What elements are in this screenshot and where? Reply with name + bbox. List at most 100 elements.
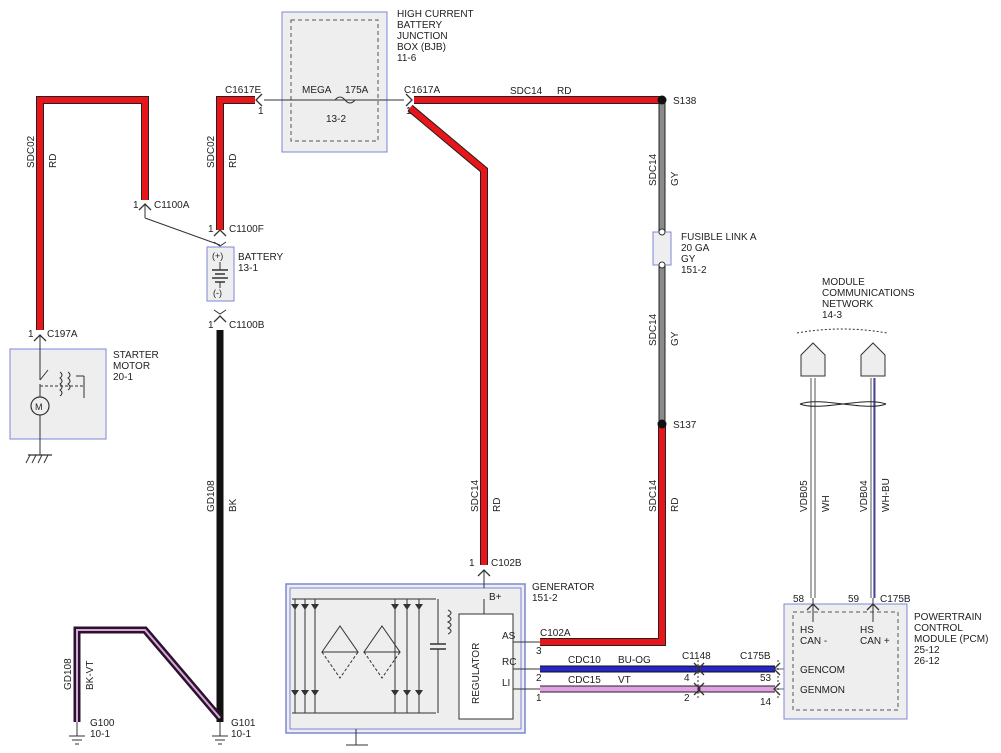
network-connector-can-plus <box>860 342 886 377</box>
wire-label-rd-mid: RD <box>228 154 239 168</box>
battery-label-2: 13-1 <box>238 263 258 274</box>
pin-as: 3 <box>536 646 542 657</box>
generator-as: AS <box>502 631 516 642</box>
starter-label-3: 20-1 <box>113 372 133 383</box>
network-label-1: MODULE <box>822 277 865 288</box>
battery-minus: (-) <box>213 288 222 298</box>
wire-label-rd-gen: RD <box>492 498 503 512</box>
c1100f-connector <box>213 229 227 237</box>
generator-rc: RC <box>502 657 516 668</box>
fusible-label-2: 20 GA <box>681 243 710 254</box>
wire-label-bkvt: BK-VT <box>85 661 96 690</box>
wire-label-gd108-bk: GD108 <box>206 480 217 512</box>
c1100b-pin: 1 <box>208 320 214 331</box>
s138-label: S138 <box>673 96 697 107</box>
fuse-symbol <box>334 96 356 104</box>
bjb-box <box>281 11 388 153</box>
pcm-label-4: 25-12 <box>914 645 940 656</box>
wire-label-rd-top: RD <box>557 86 571 97</box>
wire-label-wh: WH <box>821 495 832 512</box>
generator-bplus: B+ <box>489 592 502 603</box>
bjb-label-1: HIGH CURRENT <box>397 9 474 20</box>
ground-symbol-g100 <box>69 722 85 745</box>
c1100f-label: C1100F <box>229 224 264 235</box>
fuse-rating: 175A <box>345 85 369 96</box>
c102a-label: C102A <box>540 628 571 639</box>
pin-li: 1 <box>536 693 542 704</box>
fusible-label-4: 151-2 <box>681 265 707 276</box>
pin-58: 58 <box>793 594 805 605</box>
bjb-label-4: BOX (BJB) <box>397 42 446 53</box>
bjb-label-5: 11-6 <box>397 53 417 64</box>
c1100a-label: C1100A <box>154 200 190 211</box>
generator-label-2: 151-2 <box>532 593 558 604</box>
fuse-ref: 13-2 <box>326 114 346 125</box>
wire-label-sdc14-gy2: SDC14 <box>648 313 659 346</box>
wire-sdc14-right <box>540 424 666 646</box>
ground-symbol-starter <box>25 428 52 464</box>
c1100b-connector <box>213 309 227 315</box>
starter-box <box>9 348 107 440</box>
s137-splice <box>657 419 667 429</box>
starter-label-2: MOTOR <box>113 361 150 372</box>
c1617a-label: C1617A <box>404 85 440 96</box>
wire-gd108-bkvt <box>73 626 223 722</box>
regulator-box <box>458 613 514 720</box>
stator-windings <box>321 625 401 679</box>
starter-motor-symbol: M <box>30 360 85 428</box>
bjb-label-3: JUNCTION <box>397 31 448 42</box>
wire-label-sdc14-gy1: SDC14 <box>648 153 659 186</box>
wire-label-whbu: WH-BU <box>881 478 892 512</box>
wire-sdc02-left <box>36 96 149 330</box>
pin-59: 59 <box>848 594 860 605</box>
pcm-genmon: GENMON <box>800 685 845 696</box>
svg-text:M: M <box>35 402 43 412</box>
c1617a-connector <box>405 93 413 107</box>
network-connector-can-minus <box>800 342 826 377</box>
pcm-box <box>783 603 908 720</box>
pin-rc: 2 <box>536 673 542 684</box>
c1100a-pin: 1 <box>133 200 139 211</box>
c1617e-connector <box>255 93 263 107</box>
battery-plus: (+) <box>212 251 223 261</box>
pcm-hs-2: HS <box>860 625 874 636</box>
wire-label-cdc15: CDC15 <box>568 675 601 686</box>
pin-c1148-rc: 4 <box>684 673 690 684</box>
wire-label-gy1: GY <box>670 171 681 186</box>
wire-label-vt: VT <box>618 675 631 686</box>
capacitor-symbol <box>430 599 446 713</box>
c102b-pin: 1 <box>469 558 475 569</box>
wire-label-sdc14-gen: SDC14 <box>470 479 481 512</box>
wire-label-sdc14-top: SDC14 <box>510 86 543 97</box>
fusible-link <box>652 231 672 266</box>
pcm-label-5: 26-12 <box>914 656 940 667</box>
g101-label: G101 <box>231 718 256 729</box>
fusible-label-3: GY <box>681 254 696 265</box>
c175b-top-label: C175B <box>880 594 911 605</box>
c197a-label: C197A <box>47 329 78 340</box>
c1617a-pin: 1 <box>406 106 412 117</box>
wire-label-gy2: GY <box>670 331 681 346</box>
c1100f-pin: 1 <box>208 224 214 235</box>
c1617e-label: C1617E <box>225 85 261 96</box>
network-label-2: COMMUNICATIONS <box>822 288 915 299</box>
pin-gencom: 53 <box>760 673 772 684</box>
network-label-3: NETWORK <box>822 299 873 310</box>
starter-label-1: STARTER <box>113 350 159 361</box>
pcm-gencom: GENCOM <box>800 665 845 676</box>
generator-li: LI <box>502 678 510 689</box>
pcm-can-plus: CAN + <box>860 636 890 647</box>
pin-c1148-li: 2 <box>684 693 690 704</box>
g101-ref: 10-1 <box>231 729 251 740</box>
wire-label-sdc14-right: SDC14 <box>648 479 659 512</box>
g100-label: G100 <box>90 718 115 729</box>
wire-label-gd108-bkvt: GD108 <box>63 658 74 690</box>
s138-splice <box>657 95 667 105</box>
ground-symbol-g101 <box>212 722 228 745</box>
wire-label-buog: BU-OG <box>618 655 651 666</box>
wire-label-sdc02-mid: SDC02 <box>206 135 217 168</box>
pcm-label-3: MODULE (PCM) <box>914 634 988 645</box>
battery-label-1: BATTERY <box>238 252 284 263</box>
